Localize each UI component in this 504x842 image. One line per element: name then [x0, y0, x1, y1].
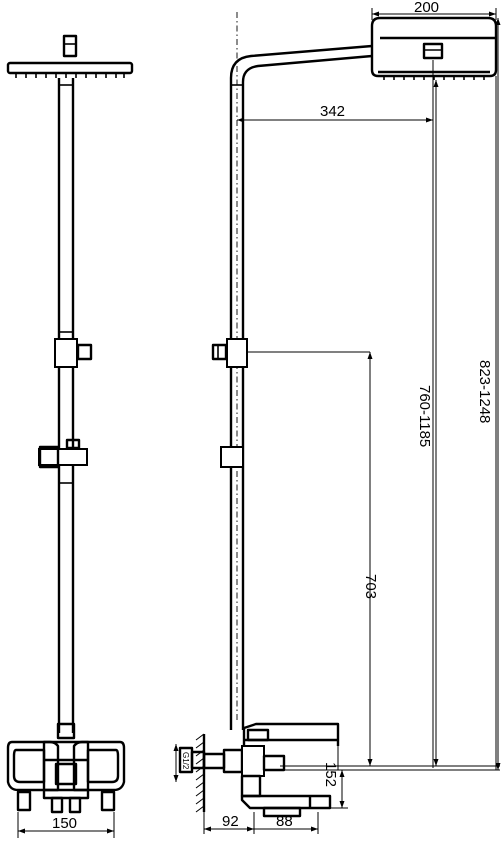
front-mixer-valve — [6, 722, 126, 814]
side-view: 200 342 703 760-11 — [173, 0, 501, 834]
side-shower-head — [370, 16, 498, 78]
dim-head-width-label: 200 — [414, 0, 439, 16]
dim-holder-height-label: 703 — [362, 574, 379, 599]
front-slide-holder — [38, 448, 88, 466]
front-shower-head — [6, 61, 134, 75]
side-head-nozzles — [383, 76, 485, 80]
dim-head-height-label: 760-1185 — [416, 385, 433, 447]
side-slide-holder — [220, 446, 244, 468]
dim-spout-length-label: 88 — [276, 813, 293, 830]
dim-mixer-height — [330, 769, 348, 809]
dim-overall-height-label: 823-1248 — [476, 360, 493, 423]
front-hand-shower-bracket — [54, 338, 78, 368]
dim-overall-height — [495, 18, 501, 770]
dim-holder-height — [367, 352, 373, 766]
dim-mixer-height-label: 152 — [322, 762, 339, 787]
dim-head-width — [371, 8, 497, 20]
dim-mixer-width — [17, 812, 115, 838]
dim-mixer-depth — [203, 812, 255, 834]
inlet-thread-label: G1/2 — [181, 752, 190, 770]
wall-section — [195, 733, 206, 813]
side-hand-shower-holder — [211, 338, 370, 368]
dim-arm-projection — [237, 117, 433, 123]
dim-head-height — [433, 80, 439, 766]
dim-mixer-depth-label: 92 — [222, 813, 239, 830]
dim-mixer-width-label: 150 — [52, 815, 77, 832]
front-shower-nozzles — [15, 73, 125, 78]
front-view: 150 — [6, 34, 134, 838]
side-shower-arm — [229, 44, 373, 730]
dim-spout-length — [254, 812, 319, 834]
side-mixer-valve — [202, 722, 340, 818]
dim-arm-projection-label: 342 — [320, 103, 345, 120]
front-head-connector — [62, 34, 78, 58]
